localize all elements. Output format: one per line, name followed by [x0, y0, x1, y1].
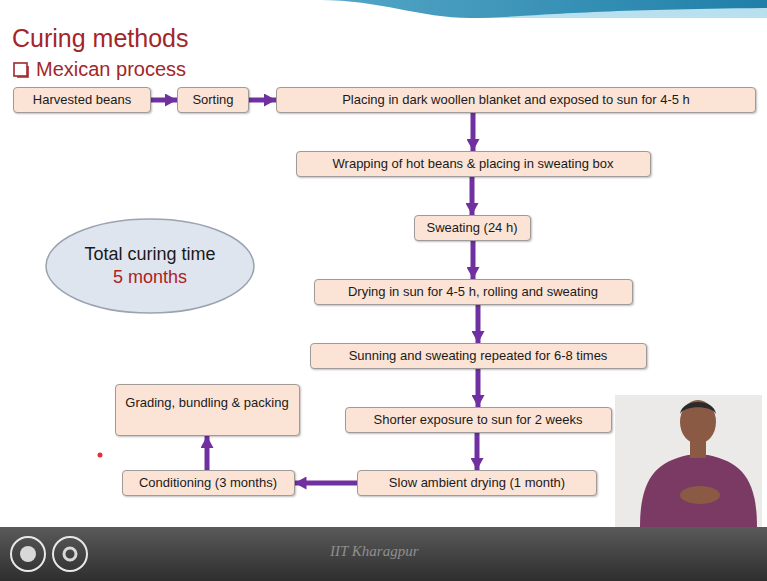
process-box: Harvested beans [13, 87, 151, 113]
footer-watermark: IIT Kharagpur [330, 543, 419, 560]
step-label: Drying in sun for 4-5 h, rolling and swe… [348, 284, 598, 300]
process-box: Wrapping of hot beans & placing in sweat… [296, 151, 651, 177]
presenter-head [680, 400, 716, 444]
process-box: Sorting [177, 87, 249, 113]
nptel-logo [64, 548, 76, 560]
flow-arrow [205, 436, 210, 470]
process-box: Sunning and sweating repeated for 6-8 ti… [310, 343, 647, 369]
flow-arrow [470, 177, 475, 215]
institute-logo [11, 537, 45, 571]
step-label: Conditioning (3 months) [139, 475, 277, 491]
ellipse-shape [46, 219, 254, 313]
summary-text: Total curing time [84, 243, 215, 266]
flow-arrow [475, 433, 480, 470]
step-label: Placing in dark woollen blanket and expo… [342, 92, 690, 108]
step-label: Sweating (24 h) [426, 220, 517, 236]
process-box: Sweating (24 h) [414, 215, 531, 241]
section-heading: Mexican process [36, 58, 186, 81]
slide-title: Curing methods [12, 24, 188, 53]
nptel-logo [53, 537, 87, 571]
process-box: Conditioning (3 months) [122, 470, 295, 496]
process-box: Slow ambient drying (1 month) [357, 470, 597, 496]
step-label: Grading, bundling & packing [125, 395, 288, 411]
process-box: Placing in dark woollen blanket and expo… [276, 87, 756, 113]
presenter-body [640, 455, 757, 527]
step-label: Harvested beans [33, 92, 131, 108]
presenter-video [615, 395, 762, 527]
flow-arrow [471, 113, 476, 151]
ellipse-outline [45, 218, 255, 314]
institute-logo [20, 546, 36, 562]
step-label: Sunning and sweating repeated for 6-8 ti… [349, 348, 608, 364]
step-label: Sorting [192, 92, 233, 108]
flow-arrow [249, 98, 276, 103]
process-box: Shorter exposure to sun for 2 weeks [345, 407, 612, 433]
bullet-square [14, 63, 27, 76]
footer-bar [0, 527, 767, 581]
pointer-dot [98, 453, 103, 458]
header-swoosh [0, 0, 470, 18]
step-label: Shorter exposure to sun for 2 weeks [374, 412, 583, 428]
flow-arrow [151, 98, 177, 103]
header-band [0, 0, 767, 18]
presenter-hair [680, 402, 716, 414]
summary-ellipse: Total curing time5 months [45, 218, 255, 314]
header-swoosh [470, 8, 767, 18]
step-label: Slow ambient drying (1 month) [389, 475, 565, 491]
step-label: Wrapping of hot beans & placing in sweat… [333, 156, 614, 172]
flow-arrow [476, 369, 481, 407]
presenter-hands [680, 486, 720, 504]
summary-text: 5 months [113, 266, 187, 289]
video-frame [615, 395, 762, 527]
flow-arrow [295, 481, 358, 486]
process-box: Grading, bundling & packing [115, 384, 300, 436]
process-box: Drying in sun for 4-5 h, rolling and swe… [314, 279, 633, 305]
flow-arrow [471, 241, 476, 279]
flow-arrow [476, 305, 481, 343]
bullet-shadow [17, 66, 28, 77]
